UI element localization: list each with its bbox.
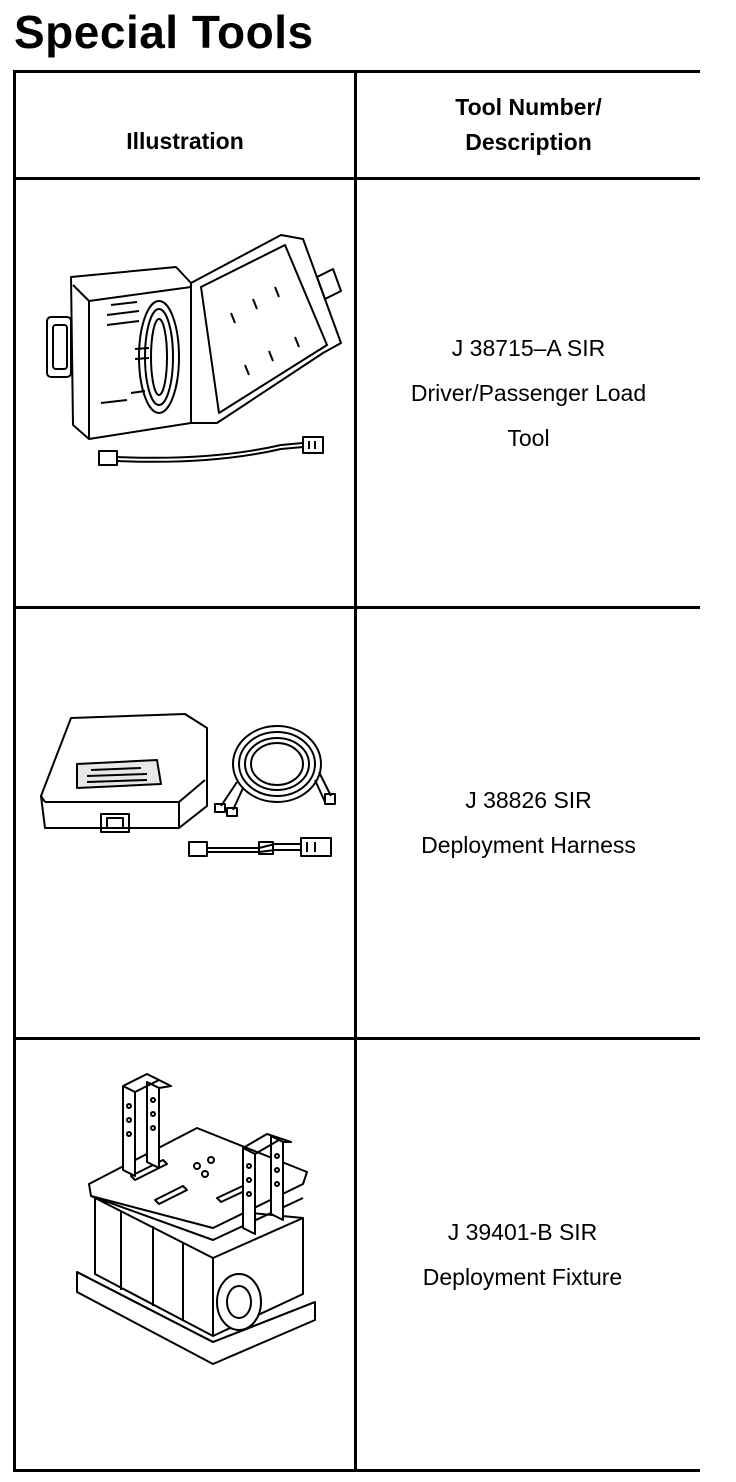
column-divider [354, 70, 357, 1472]
deployment-harness-illustration [37, 710, 337, 870]
header-description-label: Description [465, 129, 592, 155]
header-tool-number-label: Tool Number/ [455, 94, 602, 120]
table-left-border [13, 70, 16, 1472]
deployment-fixture-illustration [71, 1058, 321, 1366]
tool-description-line: Deployment Fixture [422, 1263, 623, 1290]
special-tools-table: Illustration Tool Number/ Description [13, 70, 736, 1475]
header-tool-number-cell: Tool Number/ Description [357, 73, 700, 177]
tool-description-cell: J 38715–A SIR Driver/Passenger Load Tool [357, 180, 700, 606]
load-tool-case-illustration [41, 225, 346, 475]
tool-number-line: J 39401-B SIR [447, 1218, 598, 1245]
tool-description-cell: J 38826 SIR Deployment Harness [357, 609, 700, 1037]
tool-number-line: J 38826 SIR [465, 787, 592, 813]
header-illustration-label: Illustration [126, 128, 244, 154]
tool-description-line: Deployment Harness [421, 832, 636, 858]
tool-number-line: J 38715–A SIR [451, 334, 606, 361]
page-title: Special Tools [14, 6, 314, 58]
tool-description-line: Driver/Passenger Load [410, 379, 647, 406]
tool-description-line: Tool [507, 424, 550, 451]
tool-description-cell: J 39401-B SIR Deployment Fixture [357, 1040, 700, 1469]
header-illustration-cell: Illustration [16, 73, 354, 177]
